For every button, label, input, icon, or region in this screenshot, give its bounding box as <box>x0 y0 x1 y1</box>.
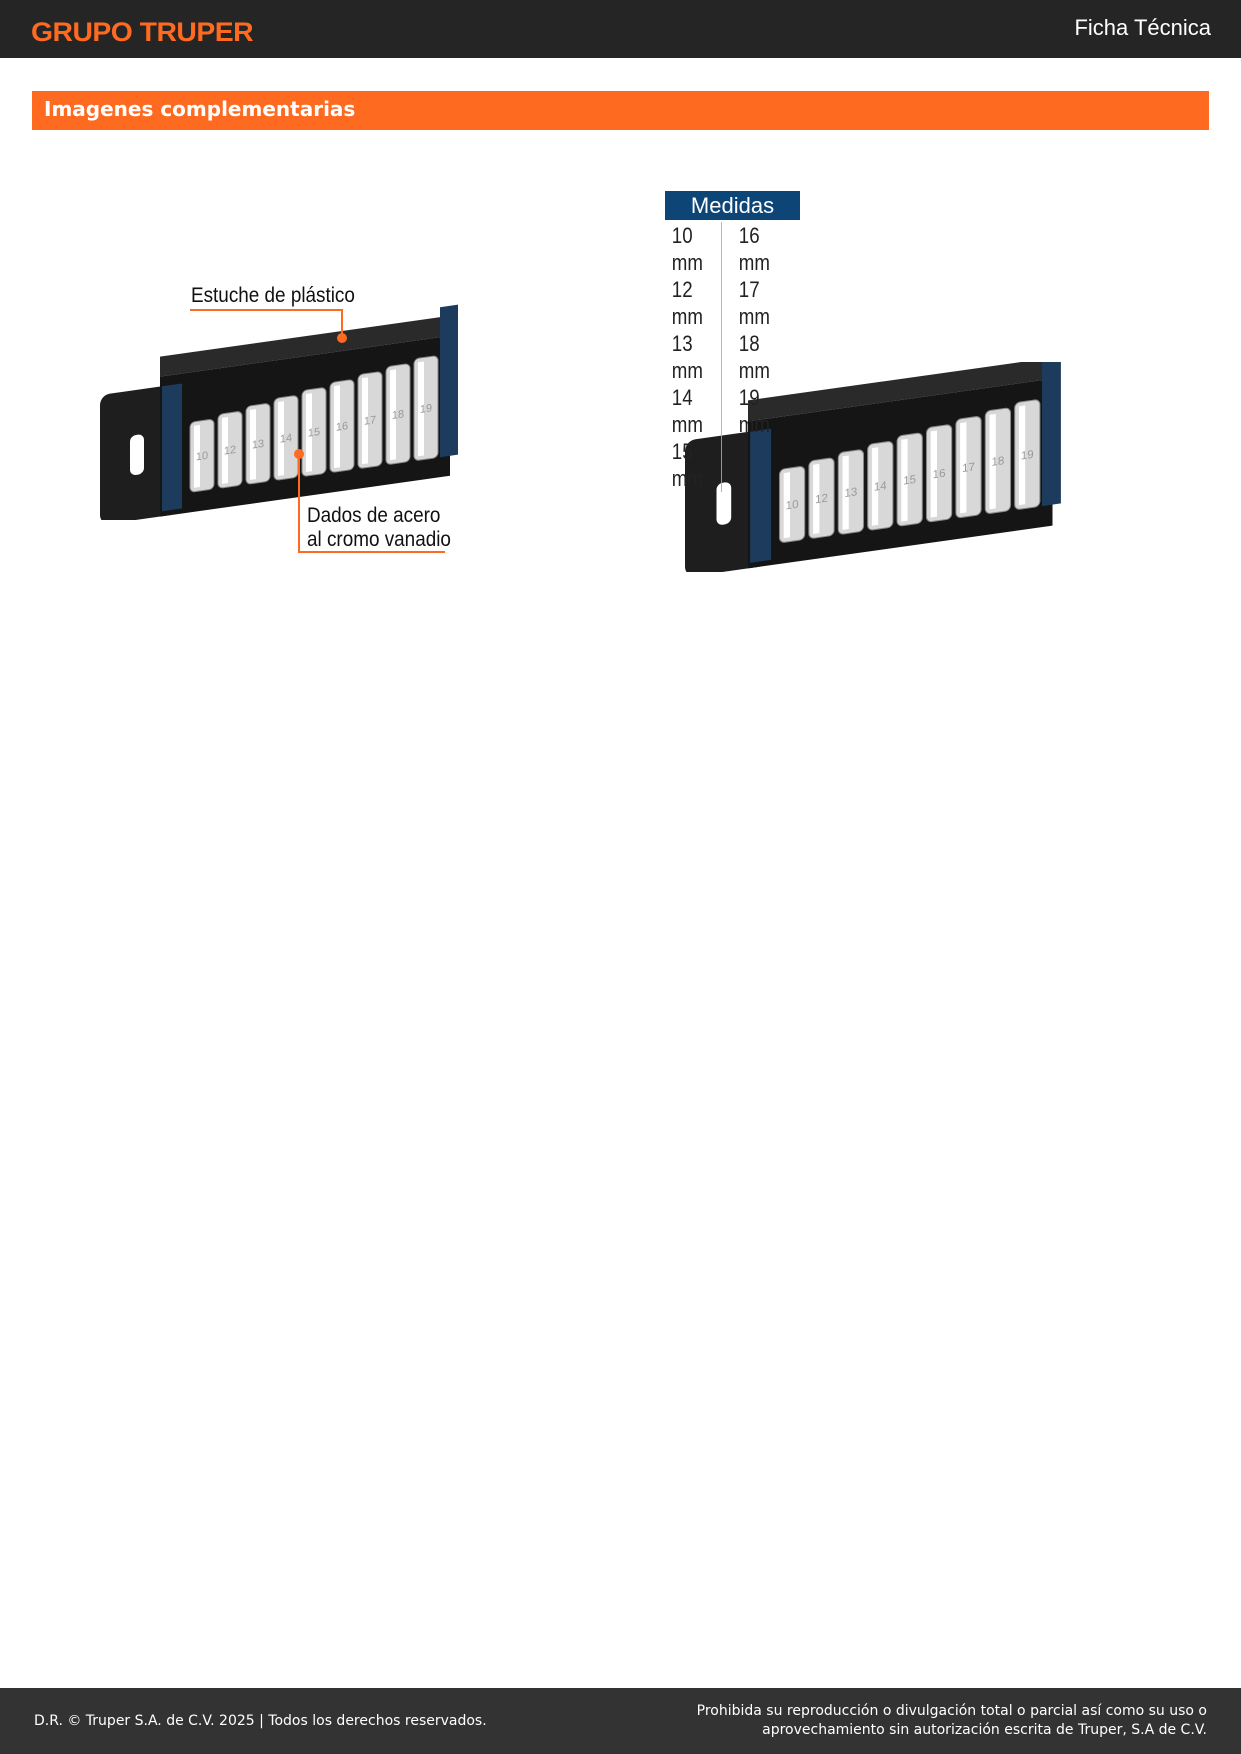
socket-highlight <box>194 424 200 488</box>
size: 12 mm <box>665 276 722 330</box>
socket-size-label: 19 <box>420 402 432 416</box>
callout-lines <box>190 309 445 553</box>
size: 10 mm <box>665 222 722 276</box>
case-end-cap <box>1042 362 1061 507</box>
case-lid <box>160 315 450 377</box>
case-end-cap <box>440 304 458 458</box>
socket-size-label: 10 <box>786 498 799 513</box>
socket-highlight <box>1018 405 1026 506</box>
socket-size-label: 14 <box>874 479 887 494</box>
socket-highlight <box>334 385 340 469</box>
socket-size-label: 13 <box>844 485 857 500</box>
socket-size-label: 15 <box>308 426 320 440</box>
socket-size-label: 12 <box>815 492 828 507</box>
socket-size-label: 12 <box>224 444 236 458</box>
socket-highlight <box>362 377 368 465</box>
socket-highlight <box>278 401 284 476</box>
callout-steel-sockets-2: al cromo vanadio <box>307 528 451 551</box>
socket-highlight <box>250 409 256 480</box>
brand-logo: GRUPO TRUPER <box>31 17 254 47</box>
socket-highlight <box>222 417 228 484</box>
size: 15 mm <box>665 438 722 492</box>
case-label <box>162 383 182 512</box>
socket-size-label: 16 <box>336 420 348 434</box>
legal-notice: Prohibida su reproducción o divulgación … <box>697 1702 1207 1740</box>
socket-size-label: 16 <box>933 467 946 482</box>
section-title: Imagenes complementarias <box>32 91 1209 130</box>
socket-highlight <box>960 422 967 514</box>
legal-notice-line: aprovechamiento sin autorización escrita… <box>762 1722 1207 1738</box>
socket-size-label: 17 <box>962 460 975 475</box>
socket-highlight <box>842 455 849 530</box>
hang-hole-icon <box>130 434 144 475</box>
callout-plastic-case: Estuche de plástico <box>191 284 355 307</box>
size: 16 mm <box>738 223 770 275</box>
socket-highlight <box>901 438 908 522</box>
socket-highlight <box>871 447 879 526</box>
hang-hole-icon <box>716 482 732 525</box>
socket-size-label: 13 <box>252 438 264 452</box>
socket-size-label: 19 <box>1021 448 1034 463</box>
sizes-table: Medidas 10 mm 16 mm 12 mm 17 mm 13 mm 18 mm… <box>665 191 800 492</box>
document-type: Ficha Técnica <box>1074 15 1211 40</box>
size: 17 mm <box>738 277 770 329</box>
socket-highlight <box>813 463 820 535</box>
case-label <box>750 428 772 563</box>
size: 14 mm <box>665 384 722 438</box>
header: GRUPO TRUPER Ficha Técnica <box>0 0 1241 58</box>
socket-size-label: 15 <box>903 473 916 488</box>
callout-steel-sockets-1: Dados de acero <box>307 504 441 527</box>
socket-set-image-2: 10 12 13 14 15 16 17 18 19 <box>685 362 1061 572</box>
socket-size-label: 18 <box>991 454 1004 469</box>
case-lid <box>748 362 1053 422</box>
socket-highlight <box>306 393 312 473</box>
footer: D.R. © Truper S.A. de C.V. 2025 | Todos … <box>0 1688 1241 1754</box>
size: 19 mm <box>738 385 770 437</box>
size: 13 mm <box>665 330 722 384</box>
socket-size-label: 17 <box>364 414 376 428</box>
socket-highlight <box>418 361 424 457</box>
socket-size-label: 18 <box>392 408 404 422</box>
legal-notice-line: Prohibida su reproducción o divulgación … <box>696 1703 1207 1719</box>
copyright: D.R. © Truper S.A. de C.V. 2025 | Todos … <box>34 1713 487 1729</box>
socket-highlight <box>783 472 790 539</box>
socket-highlight <box>989 413 996 510</box>
socket-set-image-1: 10 12 13 14 15 16 17 18 19 <box>100 304 458 520</box>
socket-highlight <box>390 369 396 461</box>
socket-highlight <box>930 430 937 518</box>
size: 18 mm <box>738 331 770 383</box>
socket-size-label: 14 <box>280 432 292 446</box>
socket-size-label: 10 <box>196 450 208 464</box>
sizes-table-title: Medidas <box>665 191 800 220</box>
